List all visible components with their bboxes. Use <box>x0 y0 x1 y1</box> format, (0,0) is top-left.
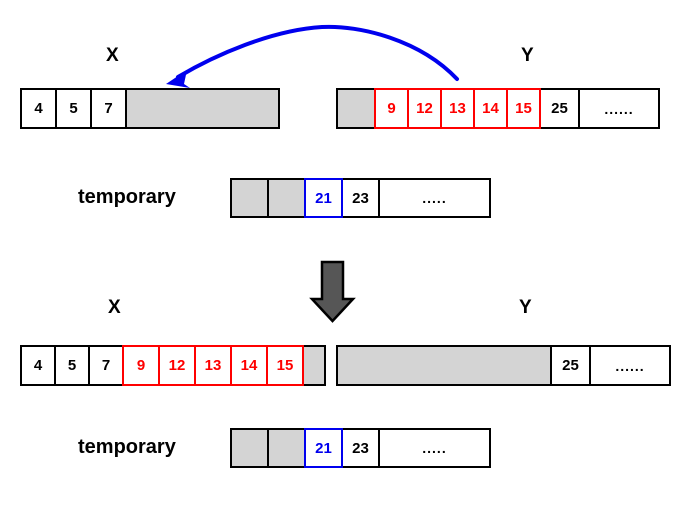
array-y-top-cell-2: 12 <box>407 88 442 129</box>
transition-down-arrow-icon <box>309 260 356 323</box>
array-y-bottom-cell-2: ...... <box>589 345 671 386</box>
array-temporary-top-cell-1 <box>267 178 306 218</box>
array-y-top-cell-7: ...... <box>578 88 660 129</box>
array-x-bottom-cell-7: 15 <box>266 345 304 386</box>
array-temporary-bottom-cell-1 <box>267 428 306 468</box>
array-y-top-cell-5: 15 <box>506 88 541 129</box>
array-x-top-cell-1: 5 <box>55 88 92 129</box>
array-y-top-cell-6: 25 <box>539 88 580 129</box>
label-x-bottom: X <box>108 297 121 318</box>
label-temporary-top: temporary <box>78 186 176 208</box>
array-x-bottom-cell-6: 14 <box>230 345 268 386</box>
array-y-top-cell-0 <box>336 88 376 129</box>
array-temporary-top-cell-4: ..... <box>378 178 491 218</box>
array-temporary-top-cell-2: 21 <box>304 178 343 218</box>
array-x-bottom-cell-2: 7 <box>88 345 124 386</box>
array-y-top-cell-3: 13 <box>440 88 475 129</box>
array-x-bottom-cell-4: 12 <box>158 345 196 386</box>
array-x-bottom-cell-1: 5 <box>54 345 90 386</box>
array-x-top-cell-3 <box>125 88 280 129</box>
label-x-top: X <box>106 45 119 66</box>
array-temporary-top-cell-3: 23 <box>341 178 380 218</box>
array-x-bottom-cell-5: 13 <box>194 345 232 386</box>
array-temporary-bottom-cell-2: 21 <box>304 428 343 468</box>
array-x-top-cell-2: 7 <box>90 88 127 129</box>
array-temporary-bottom-cell-3: 23 <box>341 428 380 468</box>
array-temporary-bottom-cell-4: ..... <box>378 428 491 468</box>
label-y-bottom: Y <box>519 297 532 318</box>
label-temporary-bottom: temporary <box>78 436 176 458</box>
array-x-bottom-cell-8 <box>302 345 326 386</box>
curved-copy-arrow-icon <box>166 24 459 88</box>
array-temporary-top-cell-0 <box>230 178 269 218</box>
array-x-bottom-cell-0: 4 <box>20 345 56 386</box>
array-y-top-cell-4: 14 <box>473 88 508 129</box>
array-y-bottom-cell-0 <box>336 345 552 386</box>
array-y-bottom: 25...... <box>336 345 671 386</box>
array-x-top-cell-0: 4 <box>20 88 57 129</box>
array-y-top-cell-1: 9 <box>374 88 409 129</box>
label-y-top: Y <box>521 45 534 66</box>
array-x-bottom-cell-3: 9 <box>122 345 160 386</box>
array-temporary-bottom-cell-0 <box>230 428 269 468</box>
array-y-bottom-cell-1: 25 <box>550 345 591 386</box>
